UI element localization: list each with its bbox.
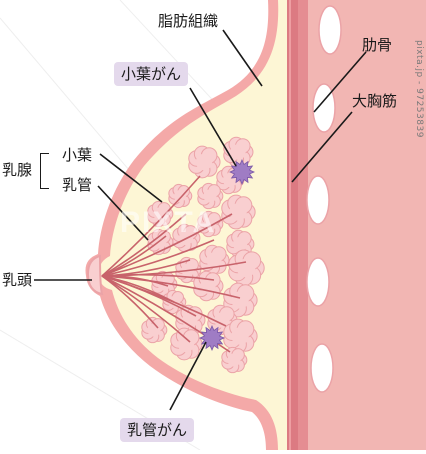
label-lobular-cancer: 小葉がん — [114, 62, 189, 86]
label-pectoralis: 大胸筋 — [352, 92, 398, 110]
nipple — [86, 254, 104, 296]
lobule-cluster-12 — [199, 244, 230, 276]
label-rib: 肋骨 — [362, 36, 393, 54]
watermark: PIXTA — [120, 206, 217, 239]
duct-10 — [101, 275, 241, 299]
rib-3 — [306, 175, 330, 225]
lobule-center — [203, 189, 217, 203]
lobule-cluster-21 — [141, 316, 168, 344]
leader-lines — [34, 29, 367, 411]
lobule-cluster-24 — [221, 346, 248, 374]
lobule-center — [147, 323, 161, 337]
gland-bracket — [40, 153, 49, 189]
lobule-center — [232, 236, 248, 252]
pectoralis-inner-band — [298, 0, 308, 450]
lobule-center — [206, 252, 222, 268]
lobule-center — [236, 258, 256, 278]
lobule-cluster-5 — [168, 183, 193, 209]
stock-credit: pixta.jp - 97253839 — [414, 40, 424, 138]
label-fat-tissue: 脂肪組織 — [158, 12, 219, 30]
ribs — [306, 5, 342, 393]
rib-5 — [310, 343, 334, 393]
label-lobule: 小葉 — [62, 146, 93, 164]
duct-15 — [101, 275, 191, 343]
label-duct: 乳管 — [62, 176, 93, 194]
rib-2 — [312, 83, 336, 133]
lobule-center — [230, 144, 246, 160]
leader-rib — [313, 51, 367, 113]
leader-ductal-cancer — [169, 341, 207, 411]
duct-4 — [101, 213, 233, 277]
lobule-center — [177, 335, 195, 353]
lobule-center — [229, 203, 247, 221]
lobule-center — [173, 189, 187, 203]
lobule-cluster-16 — [193, 270, 224, 302]
duct-5 — [101, 239, 215, 277]
lobule-center — [214, 312, 230, 328]
leader-pectoralis — [291, 111, 353, 183]
duct-1 — [101, 175, 201, 277]
leader-lobular-cancer — [189, 87, 237, 167]
leader-fat — [222, 29, 263, 87]
tumor-ductal — [199, 325, 225, 351]
lobule-cluster-23 — [223, 318, 258, 354]
lobule-center — [195, 153, 213, 171]
lobule-center — [227, 353, 241, 367]
label-ductal-cancer: 乳管がん — [120, 418, 195, 442]
lobule-cluster-4 — [197, 182, 224, 210]
lobule-cluster-22 — [170, 327, 203, 361]
duct-2 — [101, 213, 187, 277]
rib-1 — [318, 5, 342, 55]
tumor-lobular — [229, 159, 255, 185]
lobule-cluster-17 — [223, 282, 258, 318]
leader-lobule — [99, 153, 163, 203]
lobule-cluster-2 — [223, 136, 254, 168]
label-mammary-gland: 乳腺 — [2, 161, 33, 179]
lobule-center — [231, 327, 249, 345]
lobule-cluster-7 — [221, 194, 256, 230]
rib-4 — [306, 257, 330, 307]
label-nipple: 乳頭 — [2, 271, 33, 289]
duct-13 — [101, 275, 227, 327]
lobule-center — [231, 291, 249, 309]
tumors — [199, 159, 255, 351]
lobule-cluster-1 — [188, 145, 221, 179]
leader-duct — [97, 185, 149, 241]
lobule-cluster-13 — [228, 249, 265, 287]
